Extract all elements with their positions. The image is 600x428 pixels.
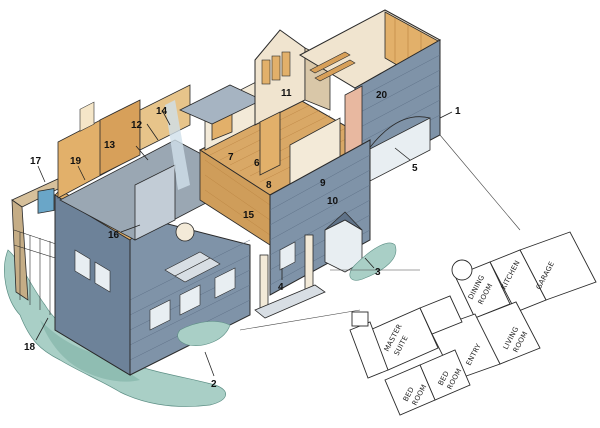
wall-windows-19 — [79, 101, 95, 132]
callout-9: 9 — [320, 178, 326, 189]
callout-13: 13 — [104, 140, 116, 151]
porch-column-left — [259, 254, 269, 311]
garage-door-arch — [367, 116, 431, 151]
gable-windows — [261, 51, 291, 85]
callout-10: 10 — [327, 196, 339, 207]
callout-1: 1 — [455, 106, 461, 117]
callout-16: 16 — [108, 230, 120, 241]
callout-20: 20 — [376, 90, 388, 101]
bay-roof — [324, 211, 363, 231]
porch-column-right — [304, 234, 314, 291]
callout-19: 19 — [70, 156, 82, 167]
plan-bed-2 — [384, 364, 436, 416]
callout-6: 6 — [254, 158, 260, 169]
round-window-16 — [175, 222, 195, 242]
callout-5: 5 — [412, 163, 418, 174]
house-cutaway — [4, 9, 521, 407]
callout-4: 4 — [278, 282, 284, 293]
closet-wall — [99, 99, 141, 176]
floor-boards-front — [204, 159, 271, 236]
callout-8: 8 — [266, 180, 272, 191]
front-windows — [74, 241, 296, 331]
skylight-beam — [165, 100, 190, 190]
plan-deck — [351, 311, 369, 327]
callout-11: 11 — [281, 88, 292, 99]
porch-steps — [254, 284, 326, 319]
callout-3: 3 — [375, 267, 381, 278]
center-wall-6 — [259, 111, 281, 176]
callout-17: 17 — [30, 156, 42, 167]
lumber-stack — [309, 51, 356, 82]
hot-tub — [37, 188, 55, 214]
bath-wall — [139, 84, 191, 151]
callout-14: 14 — [156, 106, 168, 117]
lot-lines — [239, 134, 521, 331]
callout-numbers: 1 2 3 4 5 6 7 8 9 10 11 12 13 14 15 16 1… — [24, 88, 461, 390]
callout-2: 2 — [211, 379, 217, 390]
plan-bay — [451, 259, 473, 281]
staircase — [164, 251, 221, 283]
shrubs-right — [349, 242, 397, 281]
plan-wing-link — [419, 295, 463, 335]
callout-18: 18 — [24, 342, 36, 353]
floor-plan-inset — [349, 231, 597, 416]
callout-12: 12 — [131, 120, 143, 131]
callout-7: 7 — [228, 152, 234, 163]
shrubs-center — [177, 321, 231, 346]
callout-15: 15 — [243, 210, 255, 221]
plan-kitchen — [489, 249, 547, 313]
leader-lines — [35, 109, 453, 377]
